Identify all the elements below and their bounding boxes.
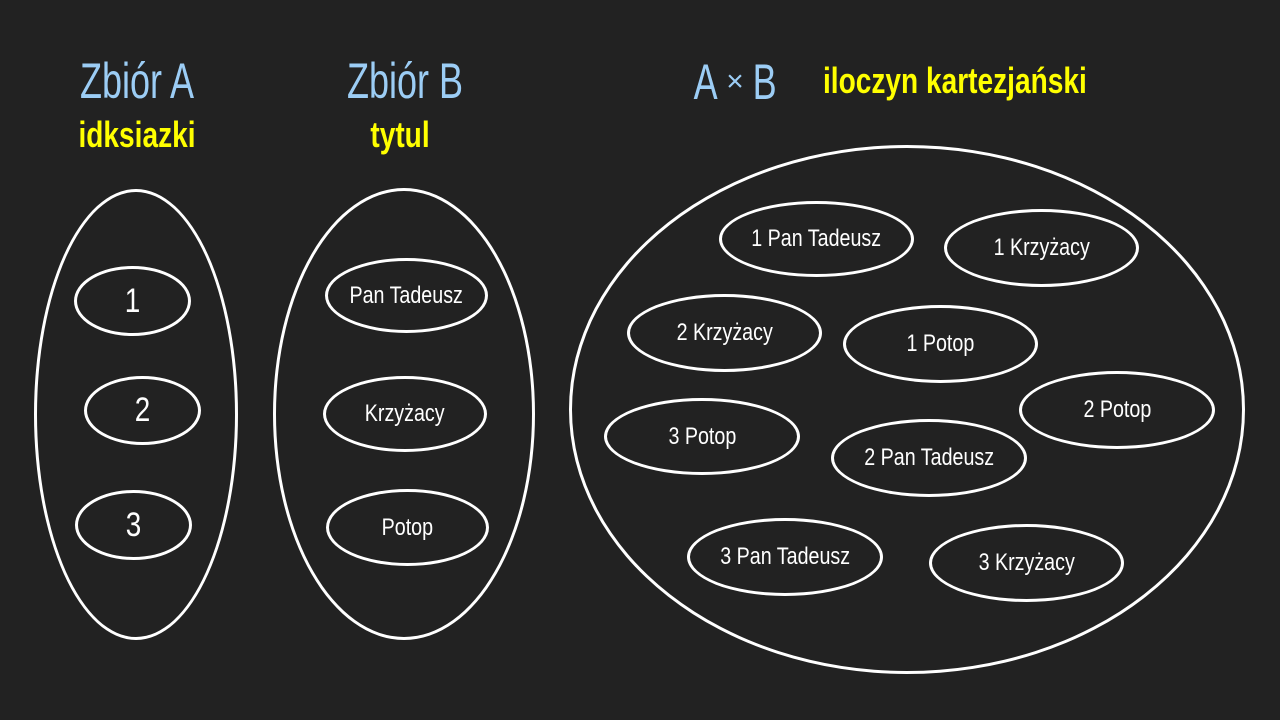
cartesian-product-title: A × B: [693, 54, 777, 110]
product-element-2-pan-tadeusz: 2 Pan Tadeusz: [831, 419, 1027, 497]
set-a-element-1: 1: [74, 266, 191, 336]
product-element-1-potop: 1 Potop: [843, 305, 1038, 383]
set-a-subtitle: idksiazki: [78, 114, 196, 155]
set-b-element-krzyzacy: Krzyżacy: [323, 376, 487, 452]
product-element-3-potop: 3 Potop: [604, 398, 800, 475]
cartesian-product-subtitle: iloczyn kartezjański: [823, 60, 1087, 101]
set-b-element-potop: Potop: [326, 489, 489, 566]
set-a-element-3: 3: [75, 490, 192, 560]
set-a-title: Zbiór A: [79, 53, 195, 109]
product-element-1-krzyzacy: 1 Krzyżacy: [944, 209, 1139, 287]
product-element-2-potop: 2 Potop: [1019, 371, 1215, 449]
cartesian-product-ellipse: [569, 145, 1245, 674]
product-element-2-krzyzacy: 2 Krzyżacy: [627, 294, 822, 372]
set-b-ellipse: [273, 188, 535, 640]
set-b-element-pan-tadeusz: Pan Tadeusz: [325, 258, 488, 333]
set-a-ellipse: [34, 189, 238, 640]
set-b-subtitle: tytul: [370, 114, 430, 155]
set-a-element-2: 2: [84, 376, 201, 445]
product-element-3-pan-tadeusz: 3 Pan Tadeusz: [687, 518, 883, 596]
product-element-1-pan-tadeusz: 1 Pan Tadeusz: [719, 201, 914, 277]
product-element-3-krzyzacy: 3 Krzyżacy: [929, 524, 1124, 602]
set-b-title: Zbiór B: [346, 53, 464, 109]
